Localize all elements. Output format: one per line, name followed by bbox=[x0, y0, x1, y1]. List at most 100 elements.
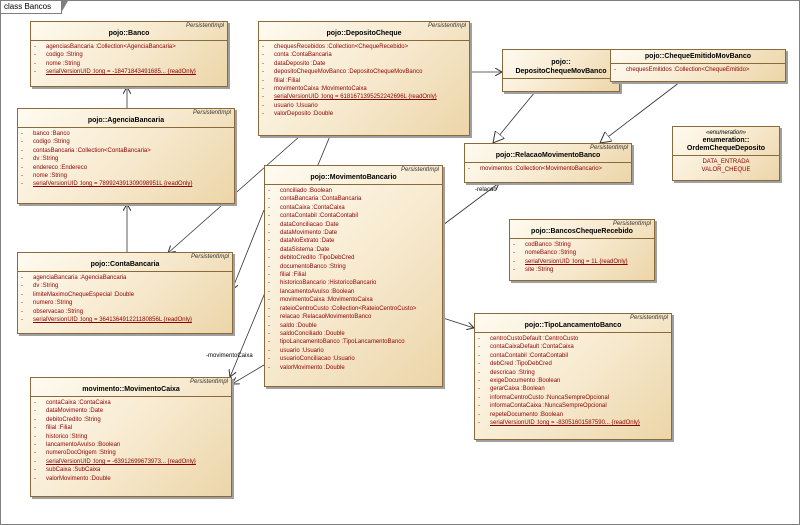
class-name: movimento::MovimentoCaixa bbox=[31, 386, 231, 397]
attribute-row: -nome :String bbox=[18, 172, 234, 180]
attribute-list: -banco :Banco-codigo :String-contasBanca… bbox=[18, 128, 234, 189]
visibility-marker: - bbox=[268, 238, 270, 245]
attribute-text: codBanco :String bbox=[525, 242, 571, 248]
attribute-list: -chequesEmitidos :Collection<ChequeEmiti… bbox=[611, 64, 785, 74]
attribute-row: -numeroDocOrigem :String bbox=[31, 449, 231, 457]
visibility-marker: - bbox=[268, 339, 270, 346]
visibility-marker: - bbox=[34, 475, 36, 482]
class-deposito-cheque[interactable]: PersistentImpl pojo::DepositoCheque -che… bbox=[258, 21, 470, 136]
visibility-marker: - bbox=[268, 272, 270, 279]
attribute-text: historicoBancario :HistoricoBancario bbox=[280, 280, 377, 287]
attribute-text: saldo :Double bbox=[280, 322, 317, 329]
visibility-marker: - bbox=[34, 425, 36, 432]
attribute-row: -serialVersionUID :long = -6391269967397… bbox=[31, 458, 231, 466]
attribute-row: -repeteDocumento :Boolean bbox=[475, 411, 671, 419]
visibility-marker: - bbox=[268, 196, 270, 203]
attribute-text: usuario :Usuario bbox=[280, 347, 324, 354]
attribute-row: -limiteMaximoChequeEspecial :Double bbox=[18, 291, 232, 299]
visibility-marker: - bbox=[478, 403, 480, 410]
assoc-movimento-to-movimento-caixa bbox=[232, 364, 265, 384]
visibility-marker: - bbox=[268, 297, 270, 304]
visibility-marker: - bbox=[513, 242, 515, 248]
class-agencia-bancaria[interactable]: PersistentImpl pojo::AgenciaBancaria -ba… bbox=[17, 108, 235, 204]
visibility-marker: - bbox=[21, 147, 23, 154]
stereotype-label: PersistentImpl bbox=[612, 221, 651, 227]
attribute-text: valorMovimento :Double bbox=[280, 364, 345, 371]
stereotype-label: PersistentImpl bbox=[192, 110, 231, 116]
class-movimento-caixa[interactable]: PersistentImpl movimento::MovimentoCaixa… bbox=[30, 377, 232, 497]
attribute-text: codigo :String bbox=[46, 52, 83, 59]
attribute-row: -movimentos :Collection<MovimentoBancari… bbox=[465, 165, 631, 173]
attribute-text: numero :String bbox=[33, 300, 73, 307]
visibility-marker: - bbox=[478, 336, 480, 342]
class-conta-bancaria[interactable]: PersistentImpl pojo::ContaBancaria -agen… bbox=[17, 252, 233, 334]
attribute-row: -dataConciliacao :Date bbox=[265, 221, 442, 229]
attribute-row: -rateioCentroCusto :Collection<RateioCen… bbox=[265, 305, 442, 313]
class-relacao-movimento-banco[interactable]: PersistentImpl pojo::RelacaoMovimentoBan… bbox=[464, 143, 632, 183]
attribute-text: dataConciliacao :Date bbox=[280, 221, 339, 228]
attribute-row: -movimentoCaixa :MovimentoCaixa bbox=[265, 296, 442, 304]
visibility-marker: - bbox=[268, 330, 270, 337]
attribute-list: -conciliado :Boolean-contaBancaria :Cont… bbox=[265, 185, 442, 372]
attribute-row: -chequesEmitidos :Collection<ChequeEmiti… bbox=[611, 66, 785, 74]
attribute-row: -historicoBancario :HistoricoBancario bbox=[265, 279, 442, 287]
stereotype-label: PersistentImpl bbox=[629, 315, 668, 321]
attribute-row: - subCaixa :SubCaixa bbox=[31, 466, 231, 474]
attribute-row: -conciliado :Boolean bbox=[265, 187, 442, 195]
enum-ordem-cheque-deposito[interactable]: «enumeration» enumeration:: OrdemChequeD… bbox=[672, 126, 780, 181]
attribute-row: -dataMovimento :Date bbox=[265, 229, 442, 237]
attribute-text: relacao :RelacaoMovimentoBanco bbox=[280, 314, 372, 321]
attribute-row: -gerarCaixa :Boolean bbox=[475, 385, 671, 393]
attribute-text: filial :Filial bbox=[274, 77, 301, 84]
attribute-row: -contaContabil :ContaContabil bbox=[475, 352, 671, 360]
visibility-marker: - bbox=[268, 255, 270, 262]
assoc-movimento-to-relacao bbox=[442, 183, 499, 226]
class-banco[interactable]: PersistentImpl pojo::Banco -agenciasBanc… bbox=[30, 21, 228, 87]
visibility-marker: - bbox=[34, 467, 36, 474]
attribute-text: subCaixa :SubCaixa bbox=[46, 467, 101, 474]
attribute-row: -documentoBanco :String bbox=[265, 263, 442, 271]
visibility-marker: - bbox=[478, 386, 480, 393]
attribute-text: dataMovimento :Date bbox=[280, 230, 338, 237]
visibility-marker: - bbox=[513, 258, 515, 265]
visibility-marker: - bbox=[268, 188, 270, 194]
class-name: pojo::BancosChequeRecebido bbox=[510, 228, 654, 239]
visibility-marker: - bbox=[21, 308, 23, 315]
class-tipo-lancamento-banco[interactable]: PersistentImpl pojo::TipoLancamentoBanco… bbox=[474, 313, 672, 440]
attribute-row: -serialVersionUID :long = -8305160158759… bbox=[475, 419, 671, 427]
attribute-list: -contaCaixa :ContaCaixa-dataMovimento :D… bbox=[31, 397, 231, 483]
enum-literal: VALOR_CHEQUE bbox=[701, 167, 751, 173]
visibility-marker: - bbox=[268, 322, 270, 329]
visibility-marker: - bbox=[262, 52, 264, 59]
edge-label-relacao: -relacao bbox=[475, 187, 497, 193]
visibility-marker: - bbox=[262, 111, 264, 118]
class-movimento-bancario[interactable]: PersistentImpl pojo::MovimentoBancario -… bbox=[264, 165, 443, 387]
attribute-text: agenciaBancaria :AgenciaBancaria bbox=[33, 275, 127, 281]
attribute-row: - codBanco :String bbox=[510, 241, 654, 249]
attribute-row: -site :String bbox=[510, 266, 654, 274]
attribute-row: -debitoCredito :String bbox=[31, 416, 231, 424]
edge-label-movimento-caixa: -movimentoCaixa bbox=[206, 353, 253, 359]
attribute-text: contaCaixa :ContaCaixa bbox=[280, 204, 345, 211]
attribute-text: usuario :Usuario bbox=[274, 102, 318, 109]
attribute-row: -contaCaixaDefault :ContaCaixa bbox=[475, 343, 671, 351]
visibility-marker: - bbox=[262, 77, 264, 84]
attribute-row: -numero :String bbox=[18, 299, 232, 307]
attribute-text: descricao :String bbox=[490, 369, 535, 376]
visibility-marker: - bbox=[478, 394, 480, 401]
class-deposito-cheque-mov-banco[interactable]: pojo:: DepositoChequeMovBanco bbox=[502, 49, 620, 92]
attribute-row: -relacao :RelacaoMovimentoBanco bbox=[265, 313, 442, 321]
attribute-text: conta :ContaBancaria bbox=[274, 52, 332, 59]
attribute-text: informaContaCaixa :NuncaSempreOpcional bbox=[490, 403, 607, 410]
attribute-text: chequesRecebidos :Collection<ChequeReceb… bbox=[274, 44, 409, 50]
attribute-text: endereco :Endereco bbox=[33, 164, 88, 171]
class-cheque-emitido-mov-banco[interactable]: pojo::ChequeEmitidoMovBanco -chequesEmit… bbox=[610, 49, 786, 82]
attribute-text: historico :String bbox=[46, 433, 88, 440]
attribute-row: -observacao :String bbox=[18, 308, 232, 316]
attribute-text: debitoCredito :String bbox=[46, 416, 101, 423]
visibility-marker: - bbox=[34, 408, 36, 415]
class-bancos-cheque-recebido[interactable]: PersistentImpl pojo::BancosChequeRecebid… bbox=[509, 219, 655, 281]
class-name: pojo:: DepositoChequeMovBanco bbox=[503, 50, 619, 79]
visibility-marker: - bbox=[34, 458, 36, 465]
attribute-row: -serialVersionUID :long = 36413649122118… bbox=[18, 316, 232, 324]
